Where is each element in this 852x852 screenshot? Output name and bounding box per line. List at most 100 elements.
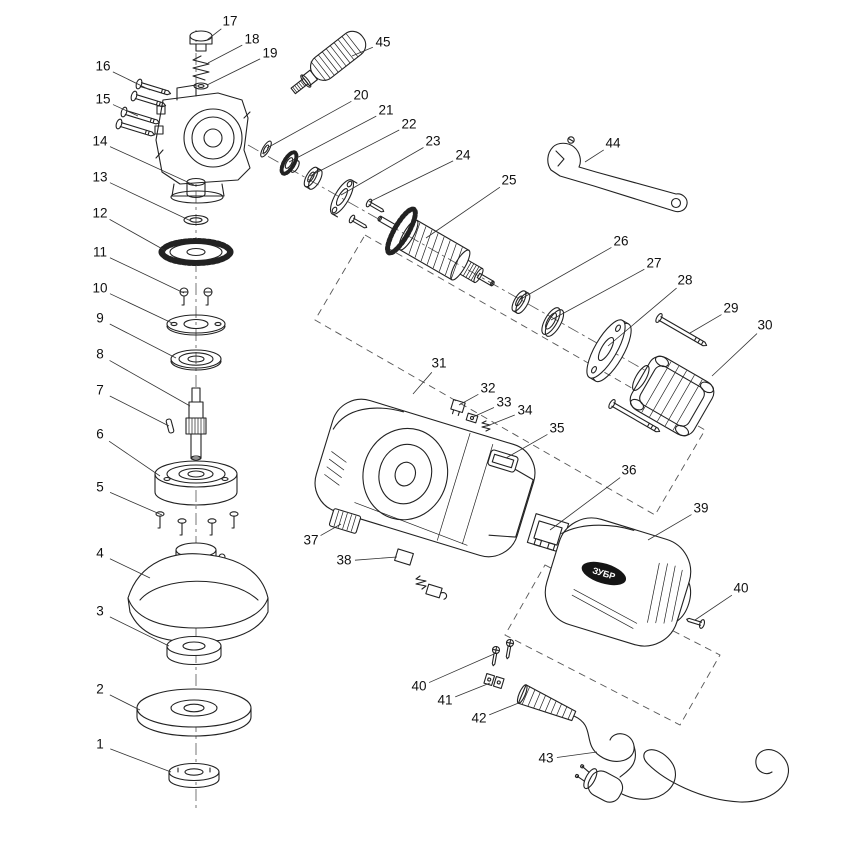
callout-label-37: 37 <box>303 533 318 548</box>
part-wrench-pin <box>567 136 575 144</box>
callout-leader-26 <box>518 247 612 301</box>
callout-label-9: 9 <box>96 311 104 326</box>
part-spindle-shaft <box>185 387 207 461</box>
part-bearing-22 <box>303 166 323 190</box>
callout-leader-20 <box>266 100 352 149</box>
callout-leader-33 <box>472 407 495 418</box>
callout-label-17: 17 <box>222 14 237 29</box>
callout-leader-15 <box>112 104 139 117</box>
callout-leader-36 <box>549 477 621 531</box>
part-clamp-nut <box>168 762 220 789</box>
callout-label-7: 7 <box>96 383 104 398</box>
callout-leader-10 <box>109 293 173 324</box>
callout-label-23: 23 <box>425 134 440 149</box>
part-screw-5a <box>155 511 165 529</box>
part-screw-40-bottom-a <box>491 645 501 667</box>
part-carbon-brush <box>425 583 448 600</box>
part-contact-33 <box>465 412 479 424</box>
callout-layer: 1718194516151413121110987654321202122232… <box>92 14 773 773</box>
callout-leader-40 <box>694 594 733 621</box>
callout-label-40: 40 <box>411 679 426 694</box>
part-ring <box>183 214 209 226</box>
part-bearing-26 <box>511 290 531 315</box>
callout-leader-30 <box>711 333 758 377</box>
callout-leader-3 <box>109 616 170 647</box>
callout-label-24: 24 <box>455 148 471 163</box>
callout-leader-5 <box>109 492 163 516</box>
callout-leader-25 <box>425 186 501 239</box>
callout-label-39: 39 <box>693 501 708 516</box>
callout-leader-21 <box>288 115 377 163</box>
callout-leader-22 <box>309 129 400 177</box>
callout-label-1: 1 <box>96 737 104 752</box>
callout-label-42: 42 <box>471 711 486 726</box>
part-screw-5b <box>177 518 187 536</box>
part-lock-washer <box>193 82 209 90</box>
callout-leader-41 <box>455 682 491 698</box>
callout-label-44: 44 <box>605 136 621 151</box>
callout-leader-35 <box>505 434 548 459</box>
callout-leader-2 <box>109 694 141 711</box>
callout-label-28: 28 <box>677 273 692 288</box>
part-screw-16b <box>130 90 167 108</box>
part-screw-15a <box>120 106 160 125</box>
part-screw-40-right <box>686 617 706 629</box>
part-pinion-gear <box>279 150 300 176</box>
callout-label-3: 3 <box>96 604 104 619</box>
callout-leader-34 <box>486 414 515 427</box>
brand-logo-badge <box>581 561 627 586</box>
callout-label-10: 10 <box>92 281 107 296</box>
part-lock-spring <box>192 55 210 81</box>
callout-leader-4 <box>109 558 151 579</box>
callout-label-36: 36 <box>621 463 636 478</box>
callout-label-21: 21 <box>378 103 393 118</box>
callout-label-19: 19 <box>262 46 277 61</box>
callout-leader-45 <box>351 46 374 57</box>
callout-label-40: 40 <box>733 581 748 596</box>
part-cable-clamp <box>483 673 505 689</box>
callout-label-16: 16 <box>95 59 110 74</box>
callout-leader-29 <box>689 314 722 334</box>
part-motor-housing <box>314 398 536 558</box>
callout-label-30: 30 <box>757 318 772 333</box>
callout-leader-27 <box>550 268 645 321</box>
part-screw-24b <box>348 214 368 229</box>
callout-leader-12 <box>109 219 167 252</box>
part-rear-housing: ЗУБР <box>544 517 692 647</box>
callout-leader-24 <box>368 160 454 203</box>
part-brush-holder <box>394 548 414 566</box>
callout-label-20: 20 <box>353 88 368 103</box>
callout-label-34: 34 <box>517 403 533 418</box>
callout-leader-16 <box>112 71 151 91</box>
callout-label-32: 32 <box>480 381 495 396</box>
callout-label-26: 26 <box>613 234 628 249</box>
callout-label-4: 4 <box>96 546 104 561</box>
part-rubber-ring-27 <box>541 307 565 337</box>
part-backing-disc <box>136 688 252 737</box>
part-stator <box>629 355 715 437</box>
callout-leader-18 <box>207 44 243 64</box>
callout-leader-8 <box>109 360 191 407</box>
callout-label-38: 38 <box>336 553 351 568</box>
callout-label-12: 12 <box>92 206 107 221</box>
callout-label-15: 15 <box>95 92 110 107</box>
callout-label-13: 13 <box>92 170 107 185</box>
callout-leader-11 <box>109 257 185 294</box>
part-cord-guard <box>516 684 577 722</box>
part-screw-15b <box>115 118 155 137</box>
callout-label-35: 35 <box>549 421 564 436</box>
part-bevel-gear <box>158 238 234 266</box>
part-bearing-flange <box>154 460 238 506</box>
part-key <box>165 418 175 434</box>
part-bearing-upper <box>170 349 222 371</box>
part-screw-29b <box>608 398 661 433</box>
callout-label-18: 18 <box>244 32 259 47</box>
part-side-handle <box>290 30 367 95</box>
part-spring-34 <box>481 420 491 432</box>
group-box-cord-group <box>504 564 721 726</box>
callout-leader-1 <box>110 748 172 773</box>
part-bearing-plate <box>166 314 226 336</box>
part-screw-11a <box>179 287 189 306</box>
callout-label-31: 31 <box>431 356 446 371</box>
